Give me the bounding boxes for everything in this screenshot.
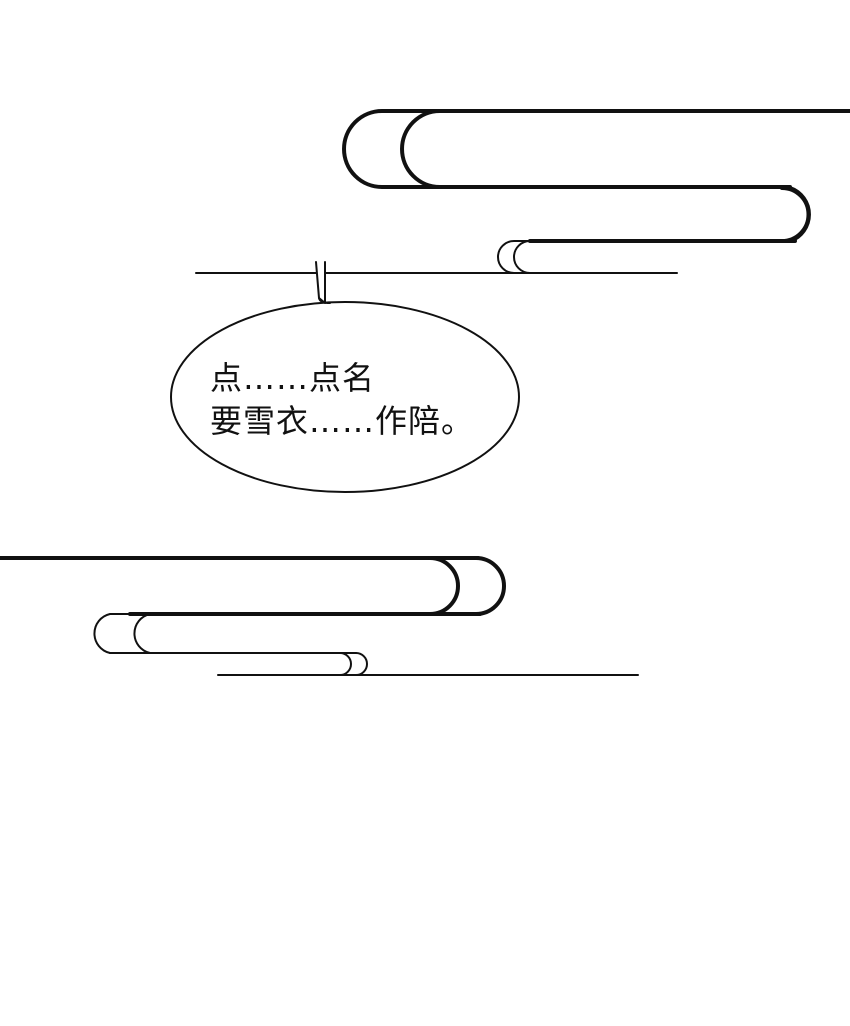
speech-line-2: 要雪衣……作陪。 <box>210 402 475 440</box>
speech-bubble-text: 点……点名 要雪衣……作陪。 <box>210 357 510 443</box>
speech-bubble <box>170 261 520 493</box>
cloud-decoration-top <box>195 109 850 274</box>
speech-line-1: 点……点名 <box>210 359 376 397</box>
cloud-decoration-bottom <box>0 556 639 676</box>
